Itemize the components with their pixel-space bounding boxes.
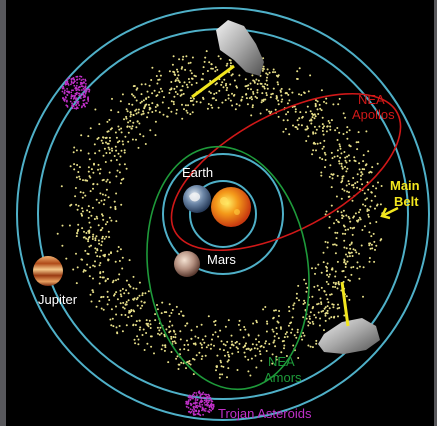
earth-label: Earth xyxy=(182,165,213,180)
jupiter-label: Jupiter xyxy=(38,292,78,307)
earth-icon xyxy=(183,185,211,213)
apollos-orbit xyxy=(170,92,402,252)
trojan-cluster-left xyxy=(61,75,91,110)
main-belt-label-line2: Belt xyxy=(394,194,419,209)
solar-system-diagram: Earth Mars Jupiter NEA Apollos Main Belt… xyxy=(6,0,434,426)
mars-orbit xyxy=(162,153,284,275)
nea-amors-label-line1: NEA xyxy=(268,354,295,369)
mars-icon xyxy=(174,251,200,277)
mars-label: Mars xyxy=(207,252,236,267)
nea-apollos-label-line2: Apollos xyxy=(352,107,395,122)
outer-boundary-orbit xyxy=(16,7,430,421)
arrow-icon xyxy=(380,206,399,220)
jupiter-icon xyxy=(33,256,63,286)
nea-apollos-label-line1: NEA xyxy=(358,92,385,107)
asteroid-icon xyxy=(318,281,380,354)
amors-orbit xyxy=(146,145,310,391)
trojan-cluster-bottom xyxy=(185,390,215,417)
trojan-asteroids-label: Trojan Asteroids xyxy=(218,406,312,421)
asteroid-icon xyxy=(191,20,264,99)
main-belt-label-line1: Main xyxy=(390,178,420,193)
sun-icon xyxy=(211,187,251,227)
earth-orbit xyxy=(189,180,257,248)
main-asteroid-belt xyxy=(56,50,384,379)
nea-amors-label-line2: Amors xyxy=(264,370,302,385)
